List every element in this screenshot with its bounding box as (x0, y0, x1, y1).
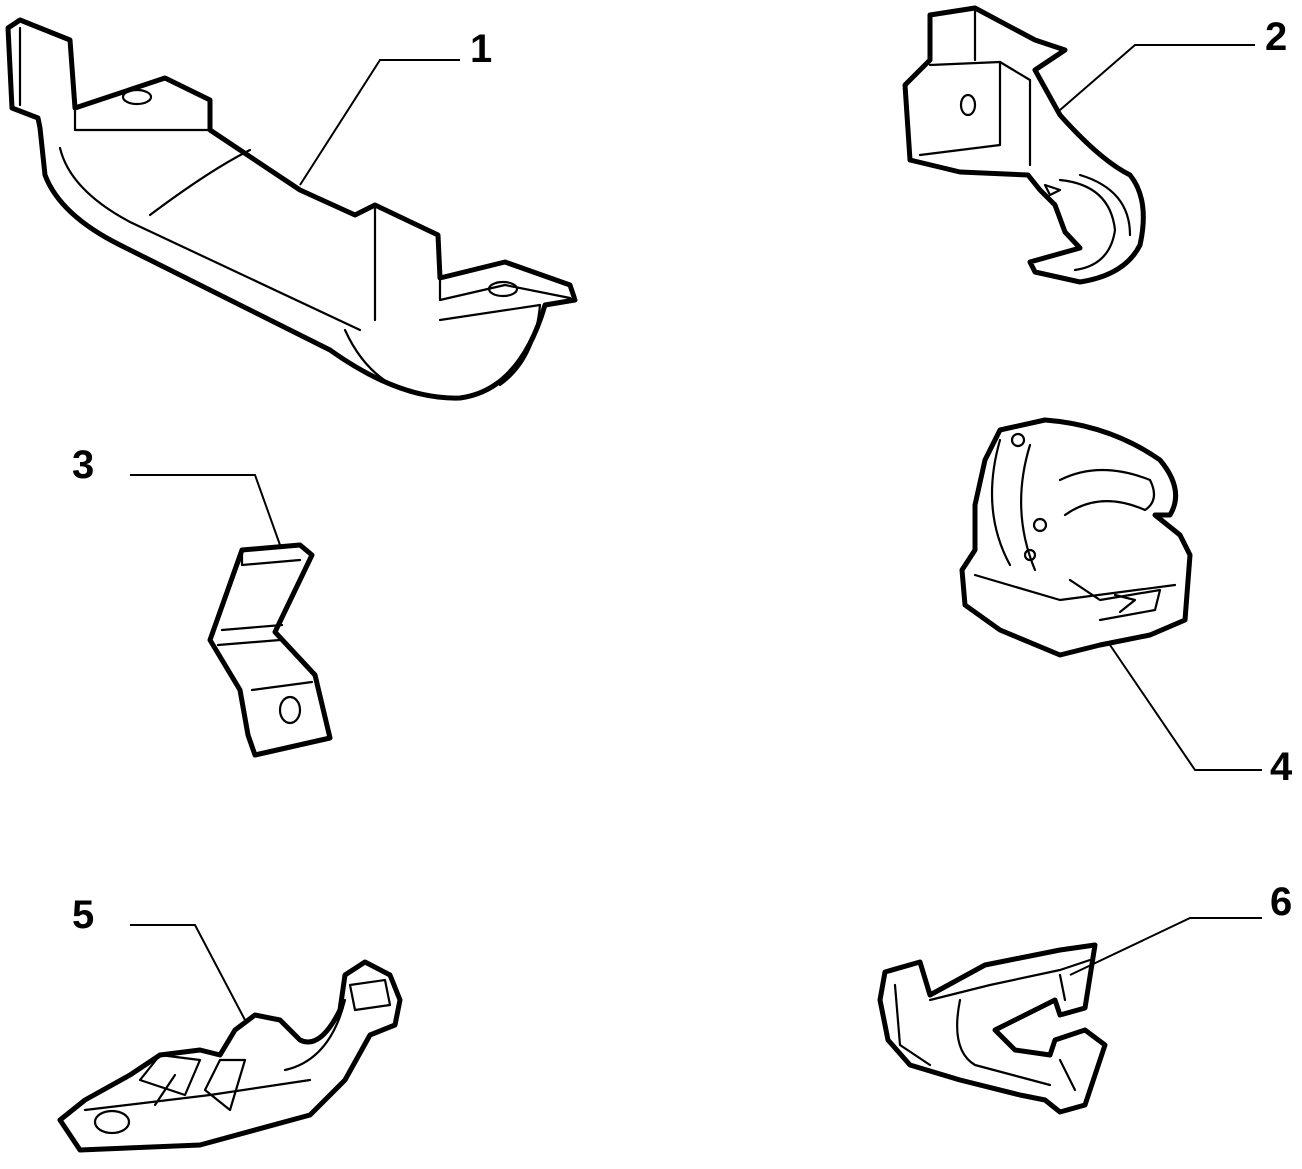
callout-2: 2 (1059, 15, 1287, 111)
callout-6: 6 (1069, 880, 1292, 976)
callout-3: 3 (72, 443, 281, 546)
part-2-pipe-clip (902, 5, 1146, 285)
part-3-z-bracket (207, 542, 333, 758)
callout-5: 5 (72, 893, 246, 1021)
callout-number: 6 (1270, 880, 1292, 924)
callout-number: 5 (72, 893, 94, 937)
part-6-spring-clip (877, 942, 1108, 1115)
callout-number: 4 (1270, 745, 1293, 789)
part-5-cable-clamp (57, 959, 403, 1153)
callout-1: 1 (299, 27, 492, 186)
callout-number: 3 (72, 443, 94, 487)
part-4-snap-clip (959, 417, 1193, 658)
callout-number: 2 (1265, 15, 1287, 59)
callout-4: 4 (1109, 644, 1293, 789)
part-1-bracket (5, 17, 578, 401)
callout-number: 1 (470, 27, 492, 71)
